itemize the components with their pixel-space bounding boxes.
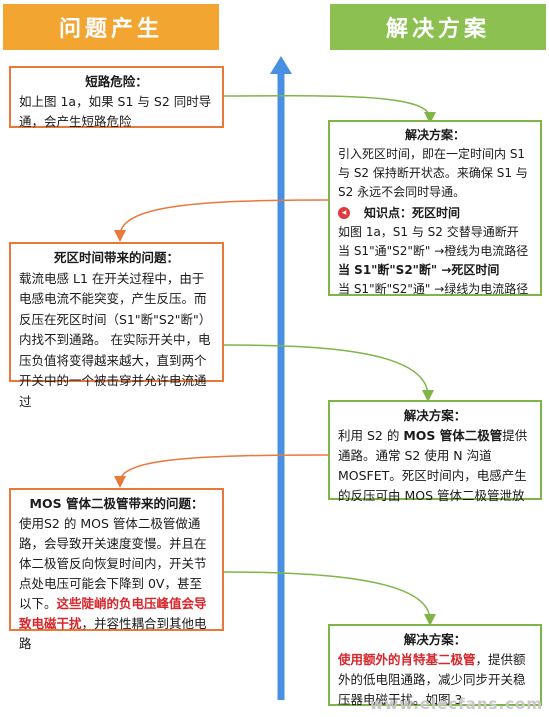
problem-dead-time: 死区时间带来的问题： 载流电感 L1 在开关过程中，由于电感电流不能突变，产生反… bbox=[9, 242, 224, 409]
connector-5-6 bbox=[223, 571, 436, 626]
connector-1-2 bbox=[223, 95, 436, 124]
problem-short-circuit-body: 如上图 1a，如果 S1 与 S2 同时导通，会产生短路危险 bbox=[19, 94, 212, 129]
knowledge-line-1: 如图 1a，S1 与 S2 交替导通断开 bbox=[338, 224, 519, 239]
solution-schottky-body: ，提供额外的低电阻通路，减少同步开关稳压器电磁干扰。如图 3 bbox=[338, 652, 526, 707]
knowledge-line-3: 当 S1"断"S2"断" →死区时间 bbox=[338, 262, 500, 277]
solution-body-diode-pre: 利用 S2 的 bbox=[338, 428, 404, 443]
connector-3-4 bbox=[223, 344, 434, 402]
problem-header: 问题产生 bbox=[3, 4, 219, 50]
problem-dead-time-title: 死区时间带来的问题： bbox=[53, 250, 179, 265]
timeline-arrowhead bbox=[270, 56, 292, 74]
problem-body-diode-highlight: 这些陡峭的负电压峰值会导致电磁干扰 bbox=[19, 596, 207, 631]
problem-body-diode: MOS 管体二极管带来的问题： 使用S2 的 MOS 管体二极管做通路，会导致开… bbox=[9, 488, 224, 651]
solution-schottky-title: 解决方案： bbox=[403, 632, 467, 647]
problem-body-diode-title: MOS 管体二极管带来的问题： bbox=[29, 496, 204, 511]
solution-body-diode-bold: MOS 管体二极管 bbox=[403, 428, 503, 443]
solution-body-diode-title: 解决方案： bbox=[403, 408, 467, 423]
solution-schottky-highlight: 使用额外的肖特基二极管 bbox=[338, 652, 476, 667]
problem-short-circuit-title: 短路危险： bbox=[85, 74, 148, 89]
knowledge-point: ◂ 知识点：死区时间 bbox=[338, 204, 460, 223]
knowledge-line-2: 当 S1"通"S2"断" →橙线为电流路径 bbox=[338, 243, 529, 258]
solution-dead-time: 解决方案： 引入死区时间，即在一定时间内 S1 与 S2 保持断开状态。来确保 … bbox=[328, 120, 542, 296]
knowledge-point-label: 知识点：死区时间 bbox=[364, 205, 461, 220]
problem-short-circuit: 短路危险： 如上图 1a，如果 S1 与 S2 同时导通，会产生短路危险 bbox=[9, 66, 224, 129]
solution-schottky: 解决方案： 使用额外的肖特基二极管，提供额外的低电阻通路，减少同步开关稳压器电磁… bbox=[328, 624, 542, 707]
problem-dead-time-body: 载流电感 L1 在开关过程中，由于电感电流不能突变，产生反压。而反压在死区时间（… bbox=[19, 270, 212, 409]
problem-body-diode-body: 使用S2 的 MOS 管体二极管做通路，会导致开关速度变慢。并且在体二极管反向恢… bbox=[19, 516, 207, 611]
solution-header: 解决方案 bbox=[330, 4, 546, 50]
knowledge-line-4: 当 S1"断"S2"通" →绿线为电流路径 bbox=[338, 281, 529, 296]
solution-body-diode-post: 提供通路。通常 S2 使用 N 沟道 MOSFET。死区时间内，电感产生的反压可… bbox=[338, 428, 528, 503]
solution-dead-time-title: 解决方案： bbox=[404, 128, 465, 142]
problem-body-diode-end: ，并容性耦合到其他电路 bbox=[19, 616, 207, 651]
connector-2-3 bbox=[114, 199, 329, 242]
watermark: www.elecfans.com bbox=[369, 695, 543, 713]
connector-4-5 bbox=[114, 454, 329, 488]
solution-body-diode: 解决方案： 利用 S2 的 MOS 管体二极管提供通路。通常 S2 使用 N 沟… bbox=[328, 400, 542, 503]
solution-dead-time-body: 引入死区时间，即在一定时间内 S1 与 S2 保持断开状态。来确保 S1 与 S… bbox=[338, 147, 528, 199]
knowledge-point-icon: ◂ bbox=[338, 207, 350, 219]
